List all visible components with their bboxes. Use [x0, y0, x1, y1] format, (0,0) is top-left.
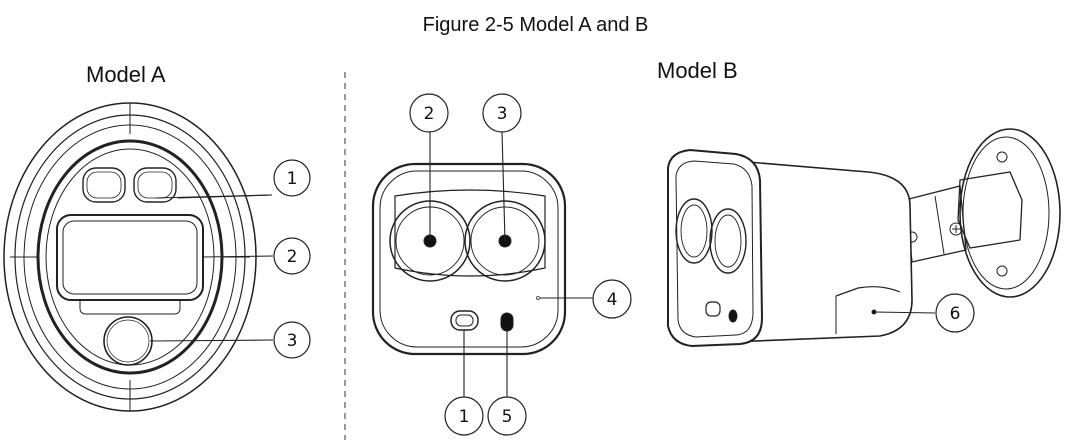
callout-number: 2 — [424, 104, 435, 124]
model-b-callout-1: 1 — [444, 396, 484, 436]
model-b-callout-5: 5 — [487, 396, 527, 436]
callout-number: 3 — [287, 331, 298, 351]
model-b-callout-3: 3 — [482, 93, 522, 133]
model-a-label: Model A — [86, 62, 166, 87]
callout-number: 2 — [287, 247, 298, 267]
callout-number: 1 — [459, 407, 470, 427]
model-b-front-camera — [371, 162, 567, 356]
model-b-side-camera — [667, 128, 1061, 348]
model-a-callout-2: 2 — [273, 237, 311, 275]
model-b-callout-6: 6 — [935, 293, 975, 333]
model-b-callout-4: 4 — [592, 279, 632, 319]
model-a-callout-1: 1 — [273, 159, 311, 197]
callout-number: 3 — [497, 104, 508, 124]
figure-title: Figure 2-5 Model A and B — [422, 14, 649, 36]
callout-number: 5 — [502, 407, 513, 427]
model-b-callout-2: 2 — [409, 93, 449, 133]
callout-number: 6 — [950, 304, 961, 324]
model-b-side-leaders — [873, 311, 936, 314]
callout-number: 1 — [287, 169, 298, 189]
model-b-label: Model B — [657, 58, 738, 83]
model-a-callout-3: 3 — [273, 321, 311, 359]
model-a-leaders — [149, 194, 274, 342]
model-b-front-leaders — [429, 131, 593, 397]
callout-number: 4 — [607, 290, 618, 310]
